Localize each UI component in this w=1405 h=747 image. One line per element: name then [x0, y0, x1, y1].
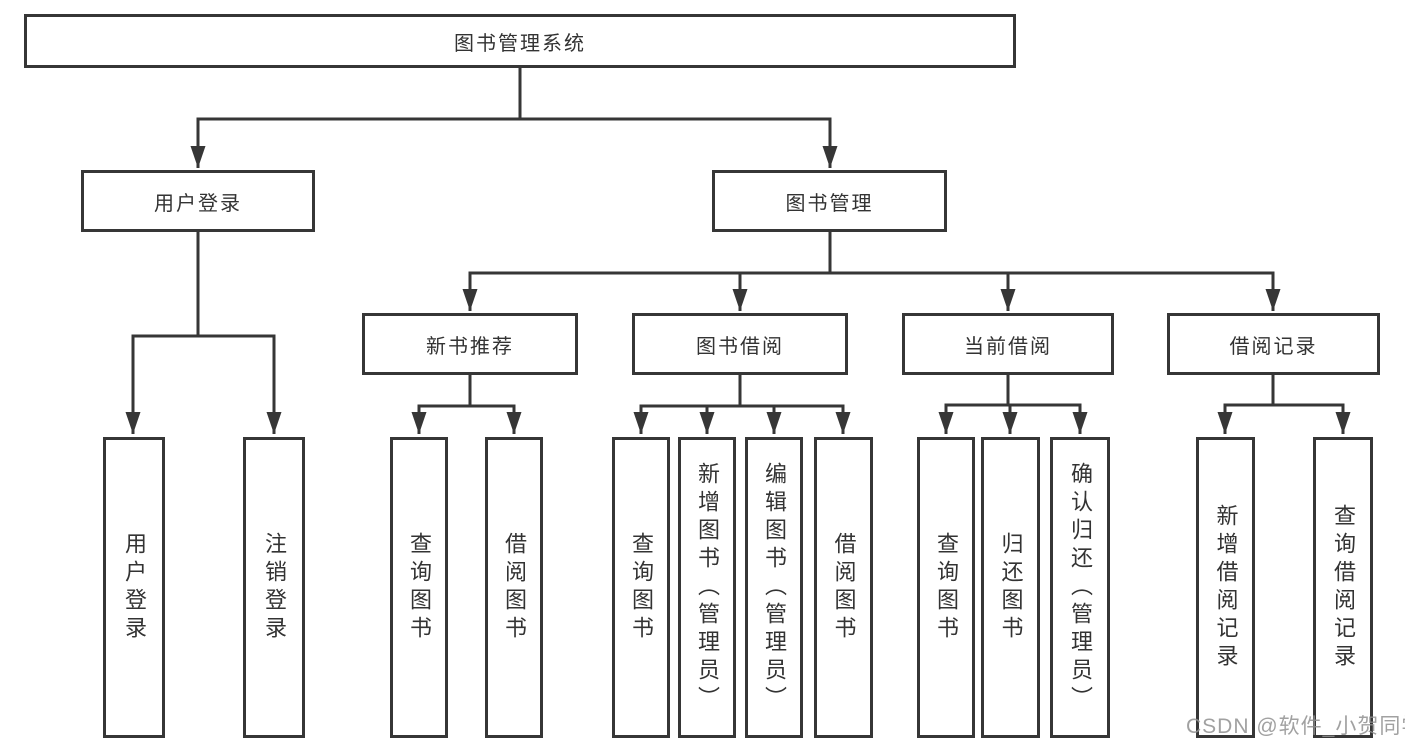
node-root-system: 图书管理系统 [24, 14, 1016, 68]
leaf-logout-label: 注销登录 [262, 531, 287, 644]
node-book-borrow-label: 图书借阅 [696, 335, 784, 358]
leaf-borrow-edit-books-admin: 编辑图书（管理员） [745, 437, 803, 738]
node-book-management-label: 图书管理 [785, 192, 874, 215]
node-new-book-recommend-label: 新书推荐 [426, 335, 514, 358]
leaf-current-confirm-return-admin-label: 确认归还（管理员） [1068, 461, 1093, 714]
node-borrow-records-label: 借阅记录 [1229, 335, 1318, 358]
leaf-borrow-add-books-admin: 新增图书（管理员） [678, 437, 736, 738]
leaf-user-login: 用户登录 [103, 437, 165, 738]
leaf-borrow-borrow-books: 借阅图书 [814, 437, 873, 738]
leaf-records-query-record: 查询借阅记录 [1313, 437, 1373, 738]
node-new-book-recommend: 新书推荐 [362, 313, 578, 375]
leaf-records-add-record: 新增借阅记录 [1196, 437, 1255, 738]
leaf-current-confirm-return-admin: 确认归还（管理员） [1050, 437, 1110, 738]
leaf-recommend-query-books: 查询图书 [390, 437, 448, 738]
leaf-current-return-books: 归还图书 [981, 437, 1040, 738]
leaf-logout: 注销登录 [243, 437, 305, 738]
node-user-login-label: 用户登录 [154, 192, 242, 215]
node-root-system-label: 图书管理系统 [454, 32, 586, 55]
node-book-borrow: 图书借阅 [632, 313, 848, 375]
leaf-recommend-query-books-label: 查询图书 [407, 531, 432, 644]
leaf-recommend-borrow-books: 借阅图书 [485, 437, 543, 738]
node-current-borrow-label: 当前借阅 [964, 335, 1052, 358]
node-book-management: 图书管理 [712, 170, 947, 232]
leaf-current-return-books-label: 归还图书 [998, 531, 1024, 644]
leaf-borrow-edit-books-admin-label: 编辑图书（管理员） [762, 461, 787, 714]
node-current-borrow: 当前借阅 [902, 313, 1114, 375]
leaf-borrow-query-books-label: 查询图书 [629, 531, 654, 644]
csdn-watermark: CSDN @软件_小贺同学 [1186, 715, 1405, 738]
leaf-records-add-record-label: 新增借阅记录 [1213, 503, 1239, 672]
leaf-borrow-query-books: 查询图书 [612, 437, 670, 738]
leaf-borrow-add-books-admin-label: 新增图书（管理员） [695, 461, 720, 714]
leaf-user-login-label: 用户登录 [122, 531, 147, 644]
node-borrow-records: 借阅记录 [1167, 313, 1380, 375]
leaf-borrow-borrow-books-label: 借阅图书 [831, 531, 857, 644]
leaf-current-query-books-label: 查询图书 [934, 531, 959, 644]
leaf-recommend-borrow-books-label: 借阅图书 [502, 531, 527, 644]
leaf-current-query-books: 查询图书 [917, 437, 975, 738]
node-user-login: 用户登录 [81, 170, 315, 232]
leaf-records-query-record-label: 查询借阅记录 [1331, 503, 1356, 672]
